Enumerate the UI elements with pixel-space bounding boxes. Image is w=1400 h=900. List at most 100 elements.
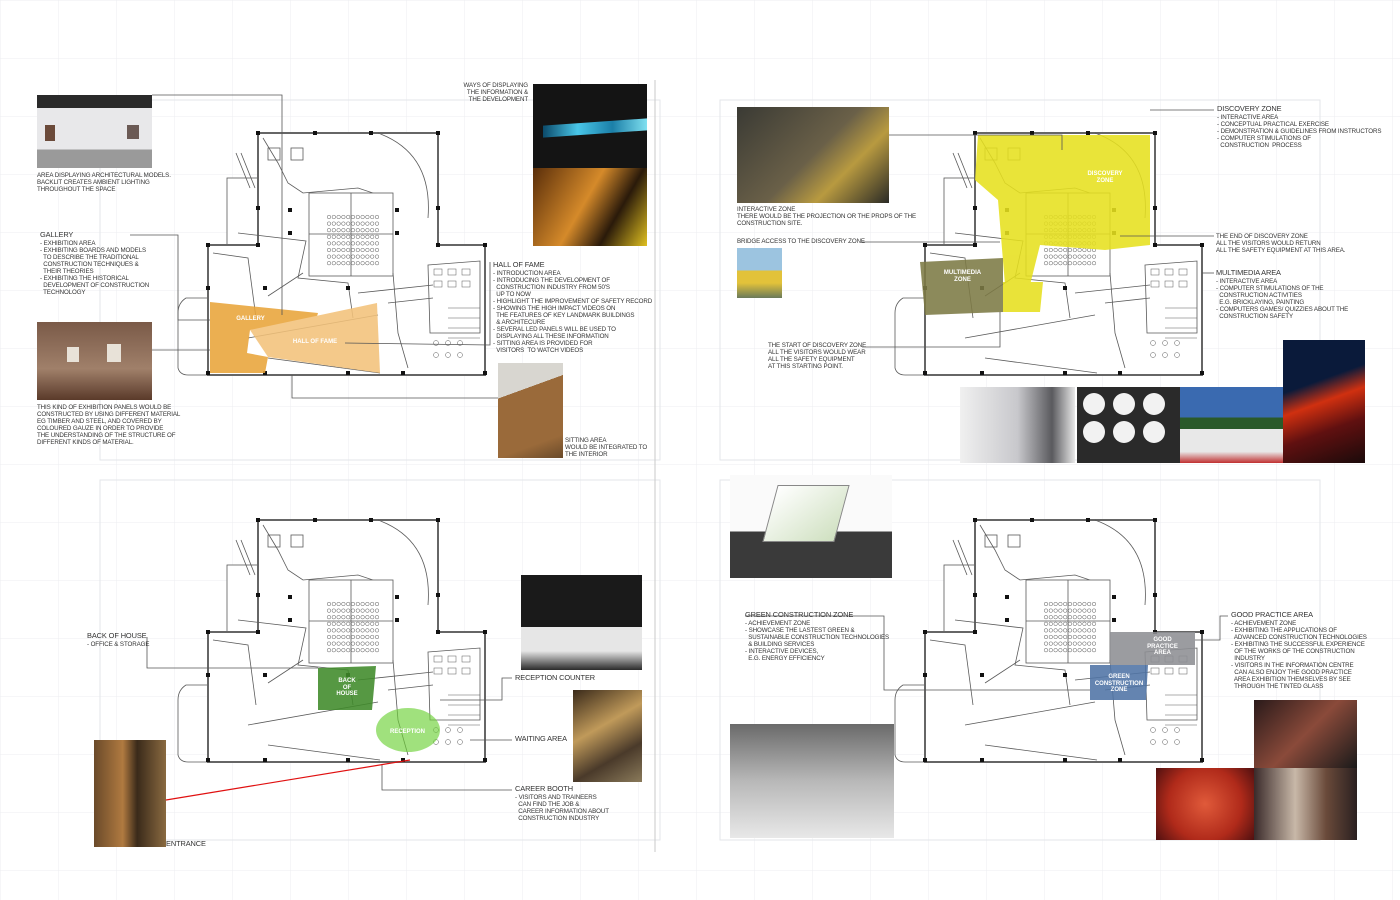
note-line: & BUILDING SERVICES — [745, 640, 815, 648]
note-line: THE START OF DISCOVERY ZONE — [768, 342, 867, 349]
note-line: THE FEATURES OF KEY LANDMARK BUILDINGS — [493, 311, 635, 319]
zone-label-good-practice: GOOD PRACTICE AREA — [1147, 637, 1178, 656]
zone-label-discovery: DISCOVERY ZONE — [1087, 171, 1123, 184]
note-line: CAN ALSO ENJOY THE GOOD PRACTICE — [1231, 668, 1352, 676]
note-line: - INTERACTIVE AREA — [1216, 277, 1278, 285]
note-line: - CONCEPTUAL PRACTICAL EXERCISE — [1217, 120, 1329, 128]
zone-back-of-house — [318, 666, 376, 710]
entrance-route-line — [165, 759, 411, 801]
note-line: CONSTRUCTION INDUSTRY FROM 50'S — [493, 283, 610, 291]
photo-site-signage — [1180, 387, 1283, 463]
photo-collage-wall — [1254, 768, 1357, 840]
note-bl-entrance: ENTRANCE — [166, 839, 206, 849]
note-line: ALL THE SAFETY EQUIPMENT AT THIS AREA. — [1216, 247, 1346, 254]
photo-red-lit-entrance — [1283, 340, 1365, 463]
note-line: THROUGHOUT THE SPACE — [37, 186, 116, 193]
note-line: TO DESCRIBE THE TRADITIONAL — [40, 253, 139, 261]
note-bl-career: CAREER BOOTH- VISITORS AND TRAINEERS CAN… — [515, 784, 609, 821]
note-line: - EXHIBITING BOARDS AND MODELS — [40, 246, 146, 254]
note-title: HALL OF FAME — [493, 260, 545, 269]
note-line: CAN FIND THE JOB & — [515, 800, 580, 808]
zone-good-practice — [1110, 632, 1195, 665]
note-title: RECEPTION COUNTER — [515, 673, 596, 682]
photo-warm-display — [533, 168, 647, 246]
note-title: DISCOVERY ZONE — [1217, 104, 1282, 113]
zone-label-back-of-house: BACK OF HOUSE — [336, 678, 358, 697]
photo-reception-counter — [521, 575, 642, 670]
note-line: - SITTING AREA IS PROVIDED FOR — [493, 339, 593, 347]
note-br-green: GREEN CONSTRUCTION ZONE- ACHIEVEMENT ZON… — [745, 610, 890, 662]
note-line: AREA DISPLAYING ARCHITECTURAL MODELS. — [37, 172, 171, 179]
note-line: THE INFORMATION & — [466, 89, 528, 96]
note-line: ALL THE VISITORS WOULD WEAR — [768, 349, 866, 356]
note-tl-gallery: GALLERY- EXHIBITION AREA- EXHIBITING BOA… — [40, 230, 149, 296]
hi-vis-vest-icon — [1143, 393, 1165, 415]
zone-discovery — [975, 135, 1150, 285]
note-line: THE INTERIOR — [565, 451, 608, 458]
note-br-good: GOOD PRACTICE AREA- ACHIEVEMENT ZONE- EX… — [1231, 610, 1367, 689]
zone-label-gallery: GALLERY — [236, 316, 265, 322]
note-tr-bridge: BRIDGE ACCESS TO THE DISCOVERY ZONE — [737, 238, 865, 245]
note-line: THIS KIND OF EXHIBITION PANELS WOULD BE — [37, 404, 172, 411]
note-line: UP TO NOW — [493, 290, 531, 298]
note-line: THE DEVELOPMENT — [468, 96, 528, 103]
note-line: DISPLAYING ALL THESE INFORMATION — [493, 332, 609, 340]
note-tr-multimedia: MULTIMEDIA AREA- INTERACTIVE AREA- COMPU… — [1216, 268, 1349, 319]
note-line: ADVANCED CONSTRUCTION TECHNOLOGIES — [1231, 633, 1367, 641]
note-bl-back: BACK OF HOUSE- OFFICE & STORAGE — [87, 631, 149, 647]
photo-led-display — [533, 84, 647, 168]
note-line: - EXHIBITION AREA — [40, 239, 96, 247]
note-line: SITTING AREA — [565, 437, 607, 444]
note-bl-waiting: WAITING AREA — [515, 734, 567, 744]
note-tl-models: AREA DISPLAYING ARCHITECTURAL MODELS.BAC… — [37, 172, 171, 193]
photo-white-pavilion — [730, 475, 892, 578]
note-line: - INTRODUCTION AREA — [493, 269, 561, 277]
note-bl-reception: RECEPTION COUNTER — [515, 673, 596, 683]
goggles-icon — [1113, 421, 1135, 443]
note-line: THEIR THEORIES — [40, 267, 94, 275]
note-line: THE UNDERSTANDING OF THE STRUCTURE OF — [37, 432, 176, 439]
zone-label-hall-of-fame: HALL OF FAME — [292, 339, 338, 345]
note-line: OF THE WORKS OF THE CONSTRUCTION — [1231, 647, 1355, 655]
note-line: AREA EXHIBITION THEMSELVES BY SEE — [1231, 675, 1351, 683]
safety-boot-icon — [1113, 393, 1135, 415]
note-tl-hall: HALL OF FAME- INTRODUCTION AREA- INTRODU… — [493, 260, 652, 353]
zone-reception — [376, 708, 440, 752]
note-line: BACKLIT CREATES AMBIENT LIGHTING — [37, 179, 150, 186]
note-title: ENTRANCE — [166, 839, 206, 848]
note-line: - COMPUTERS GAMES/ QUIZZIES ABOUT THE — [1216, 305, 1349, 313]
note-title: CAREER BOOTH — [515, 784, 573, 793]
note-line: COLOURED GAUZE IN ORDER TO PROVIDE — [37, 425, 164, 432]
note-line: E.G. ENERGY EFFICIENCY — [745, 654, 825, 662]
photo-industrial-hall — [730, 724, 894, 838]
zone-label-reception: RECEPTION — [389, 729, 425, 735]
note-line: - COMPUTER STIMULATIONS OF — [1217, 134, 1311, 142]
hard-hat-icon — [1083, 393, 1105, 415]
note-line: CONSTRUCTED BY USING DIFFERENT MATERIAL — [37, 411, 181, 418]
note-line: ALL THE SAFETY EQUIPMENT — [768, 356, 855, 363]
photo-waiting-area — [573, 690, 642, 782]
note-line: CAREER INFORMATION ABOUT — [515, 807, 609, 815]
leader-lines — [130, 94, 1228, 791]
note-line: TECHNOLOGY — [40, 288, 86, 296]
note-line: THE END OF DISCOVERY ZONE — [1216, 233, 1308, 240]
note-title: GOOD PRACTICE AREA — [1231, 610, 1313, 619]
photo-backlit-model-gallery — [37, 95, 152, 168]
note-line: EG TIMBER AND STEEL, AND COVERED BY — [37, 418, 162, 425]
note-line: - DEMONSTRATION & GUIDELINES FROM INSTRU… — [1217, 127, 1382, 135]
note-line: WAYS OF DISPLAYING — [463, 82, 529, 89]
note-line: INTERACTIVE ZONE — [737, 206, 796, 213]
photo-timber-seating — [498, 363, 563, 458]
note-title: GALLERY — [40, 230, 74, 239]
note-line: SUSTAINABLE CONSTRUCTION TECHNOLOGIES — [745, 633, 890, 641]
note-title: GREEN CONSTRUCTION ZONE — [745, 610, 854, 619]
photo-dark-exhibit — [1254, 700, 1357, 768]
note-title: WAITING AREA — [515, 734, 567, 743]
note-line: - VISITORS AND TRAINEERS — [515, 793, 597, 801]
